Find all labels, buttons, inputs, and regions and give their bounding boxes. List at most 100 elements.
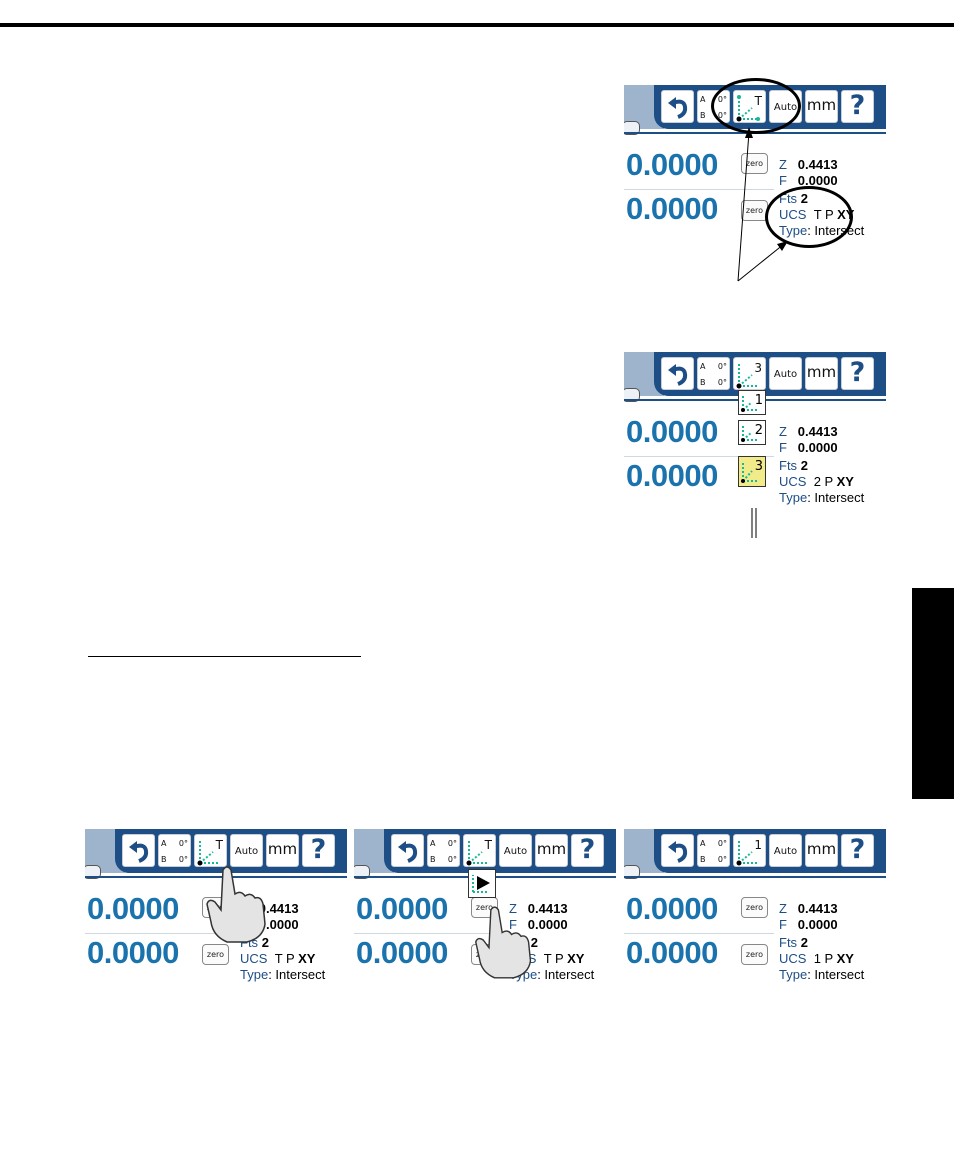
chapter-tab [912, 588, 954, 799]
help-button[interactable]: ? [841, 357, 874, 390]
axis-a-angle: 0° [447, 839, 457, 848]
readout-separator [624, 933, 774, 934]
zero-button-1[interactable]: zero [741, 153, 768, 174]
undo-button[interactable] [391, 834, 424, 867]
auto-label: Auto [234, 846, 259, 857]
coordinate-system-button[interactable]: T [194, 834, 227, 867]
auto-button[interactable]: Auto [499, 834, 532, 867]
help-button[interactable]: ? [571, 834, 604, 867]
coordinate-system-button[interactable]: T [463, 834, 496, 867]
help-icon: ? [849, 834, 866, 865]
auto-button[interactable]: Auto [230, 834, 263, 867]
f-row: F 0.0000 [779, 917, 838, 932]
rotary-axis-button[interactable]: A 0° B 0° [427, 834, 460, 867]
z-row: Z 0.4413 [509, 901, 568, 916]
axis-readout-2: 0.0000 [626, 458, 718, 493]
zero-button-2[interactable]: zero [741, 200, 768, 221]
panel-handle[interactable] [85, 865, 101, 879]
units-button[interactable]: mm [805, 90, 838, 123]
rotary-axis-button[interactable]: A 0° B 0° [158, 834, 191, 867]
axis-b-angle: 0° [447, 855, 457, 864]
f-row: F 0.0000 [779, 440, 838, 455]
coordinate-system-button[interactable]: 1 [733, 834, 766, 867]
coordinate-system-button[interactable]: 3 [733, 357, 766, 390]
axis-readout-2: 0.0000 [626, 191, 718, 226]
panel-handle[interactable] [624, 388, 640, 402]
panel-bottom-2: A 0° B 0° T Auto mm ? 0.0000 zero 0.0000… [354, 829, 616, 985]
axis-b-angle: 0° [178, 855, 188, 864]
coordinate-system-option-2[interactable]: 2 [738, 420, 766, 445]
axis-a-angle: 0° [717, 839, 727, 848]
undo-button[interactable] [661, 90, 694, 123]
coordinate-system-label: T [484, 838, 492, 852]
coordinate-system-label: 1 [754, 838, 762, 852]
auto-label: Auto [773, 846, 798, 857]
fts-row: Fts 2 [779, 935, 808, 950]
units-button[interactable]: mm [805, 834, 838, 867]
rotary-axis-button[interactable]: A 0° B 0° [697, 357, 730, 390]
option-label: 2 [754, 423, 763, 438]
zero-button-2[interactable]: zero [741, 944, 768, 965]
fts-row: Fts 2 [779, 458, 808, 473]
panel-middle: A 0° B 0° 3 Auto mm ? 0.0000 0.0000 1 2 [624, 352, 886, 508]
ucs-row: UCS 2 P XY [779, 474, 854, 489]
rotary-axis-button[interactable]: A 0° B 0° [697, 834, 730, 867]
callout-circle-toolbar [711, 78, 801, 134]
axis-readout-1: 0.0000 [626, 414, 718, 449]
ucs-row: UCS T P XY [240, 951, 316, 966]
panel-bottom-3: A 0° B 0° 1 Auto mm ? 0.0000 zero 0.0000… [624, 829, 886, 985]
help-button[interactable]: ? [841, 90, 874, 123]
coordinate-axes-icon [197, 841, 219, 866]
auto-button[interactable]: Auto [769, 834, 802, 867]
coordinate-system-label: 3 [754, 361, 762, 375]
undo-button[interactable] [661, 357, 694, 390]
axis-a-angle: 0° [178, 839, 188, 848]
f-row: F 0.0000 [509, 917, 568, 932]
section-divider [88, 656, 361, 657]
help-button[interactable]: ? [841, 834, 874, 867]
readout-separator [85, 933, 235, 934]
undo-button[interactable] [661, 834, 694, 867]
axis-a-angle: 0° [717, 362, 727, 371]
axis-readout-2: 0.0000 [87, 935, 179, 970]
undo-arrow-icon [129, 841, 149, 863]
page-top-rule [0, 23, 954, 27]
axis-b-angle: 0° [717, 855, 727, 864]
option-label: 3 [754, 459, 763, 474]
readout-separator [624, 189, 774, 190]
toolbar-underline [85, 876, 347, 878]
help-icon: ? [579, 834, 596, 865]
axis-readout-1: 0.0000 [356, 891, 448, 926]
z-row: Z 0.4413 [779, 424, 838, 439]
axis-a-label: A [700, 362, 706, 371]
units-button[interactable]: mm [805, 357, 838, 390]
coordinate-system-option-3[interactable]: 3 [738, 456, 766, 487]
readout-separator [354, 933, 504, 934]
help-button[interactable]: ? [302, 834, 335, 867]
coordinate-system-option-1[interactable]: 1 [738, 390, 766, 415]
zero-button-1[interactable]: zero [741, 897, 768, 918]
axis-readout-2: 0.0000 [356, 935, 448, 970]
axis-b-label: B [430, 855, 436, 864]
auto-button[interactable]: Auto [769, 357, 802, 390]
next-arrow-icon [472, 875, 490, 893]
axis-b-label: B [700, 378, 706, 387]
axis-b-label: B [700, 111, 706, 120]
z-row: Z 0.4413 [779, 901, 838, 916]
units-button[interactable]: mm [266, 834, 299, 867]
undo-arrow-icon [668, 97, 688, 119]
axis-readout-2: 0.0000 [626, 935, 718, 970]
zero-button-2[interactable]: zero [202, 944, 229, 965]
coordinate-axes-icon [741, 395, 758, 412]
option-label: 1 [754, 393, 763, 408]
units-button[interactable]: mm [535, 834, 568, 867]
axis-a-label: A [430, 839, 436, 848]
undo-button[interactable] [122, 834, 155, 867]
f-row: F 0.0000 [779, 173, 838, 188]
coordinate-system-next-option[interactable] [468, 869, 496, 898]
panel-handle[interactable] [354, 865, 370, 879]
panel-handle[interactable] [624, 865, 640, 879]
axis-a-label: A [700, 839, 706, 848]
undo-arrow-icon [668, 364, 688, 386]
panel-handle[interactable] [624, 121, 640, 135]
